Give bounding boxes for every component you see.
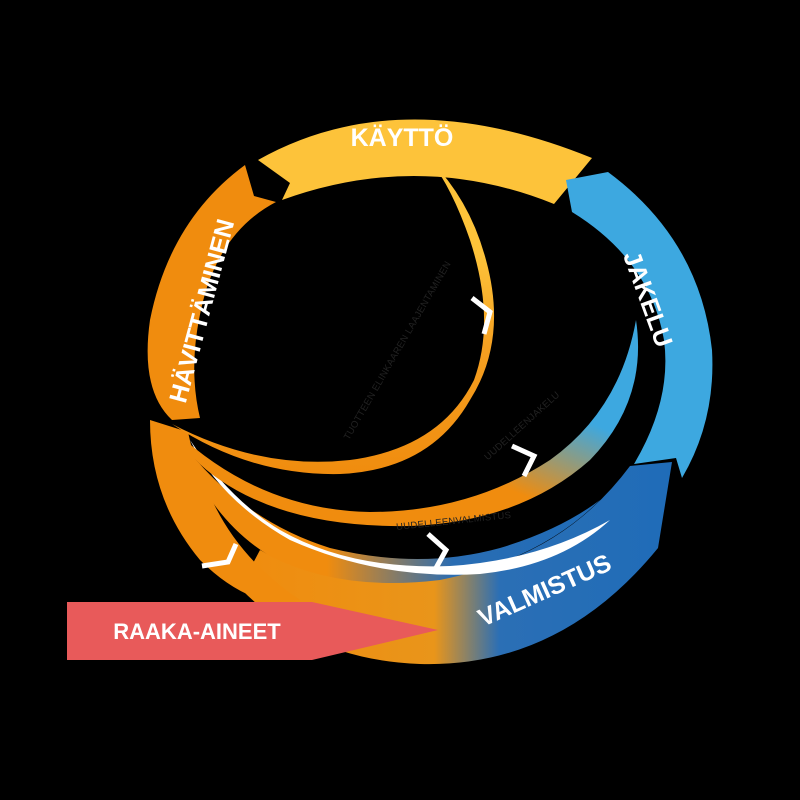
arrow-remanufacturing-icon <box>426 532 450 570</box>
arrow-lifecycle-icon <box>470 296 493 335</box>
segment-jakelu <box>566 172 713 478</box>
label-kaytto: KÄYTTÖ <box>351 123 454 152</box>
label-raaka-aineet: RAAKA-AINEET <box>113 619 281 644</box>
loop-redistribution <box>176 320 639 527</box>
segment-kaytto <box>258 119 592 204</box>
loop-white-band <box>190 440 610 575</box>
arrow-havittaminen-out-icon <box>201 542 239 569</box>
arrow-redistribution-icon <box>510 443 538 478</box>
loop-remanufacturing <box>180 440 600 583</box>
label-lifecycle-extension: TUOTTEEN ELINKAAREN LAAJENTAMINEN <box>342 259 454 442</box>
input-arrow-raaka-aineet <box>67 602 438 660</box>
segment-havittaminen-lower <box>150 420 300 600</box>
segment-havittaminen <box>147 165 276 420</box>
loop-lifecycle-extension <box>172 160 495 475</box>
